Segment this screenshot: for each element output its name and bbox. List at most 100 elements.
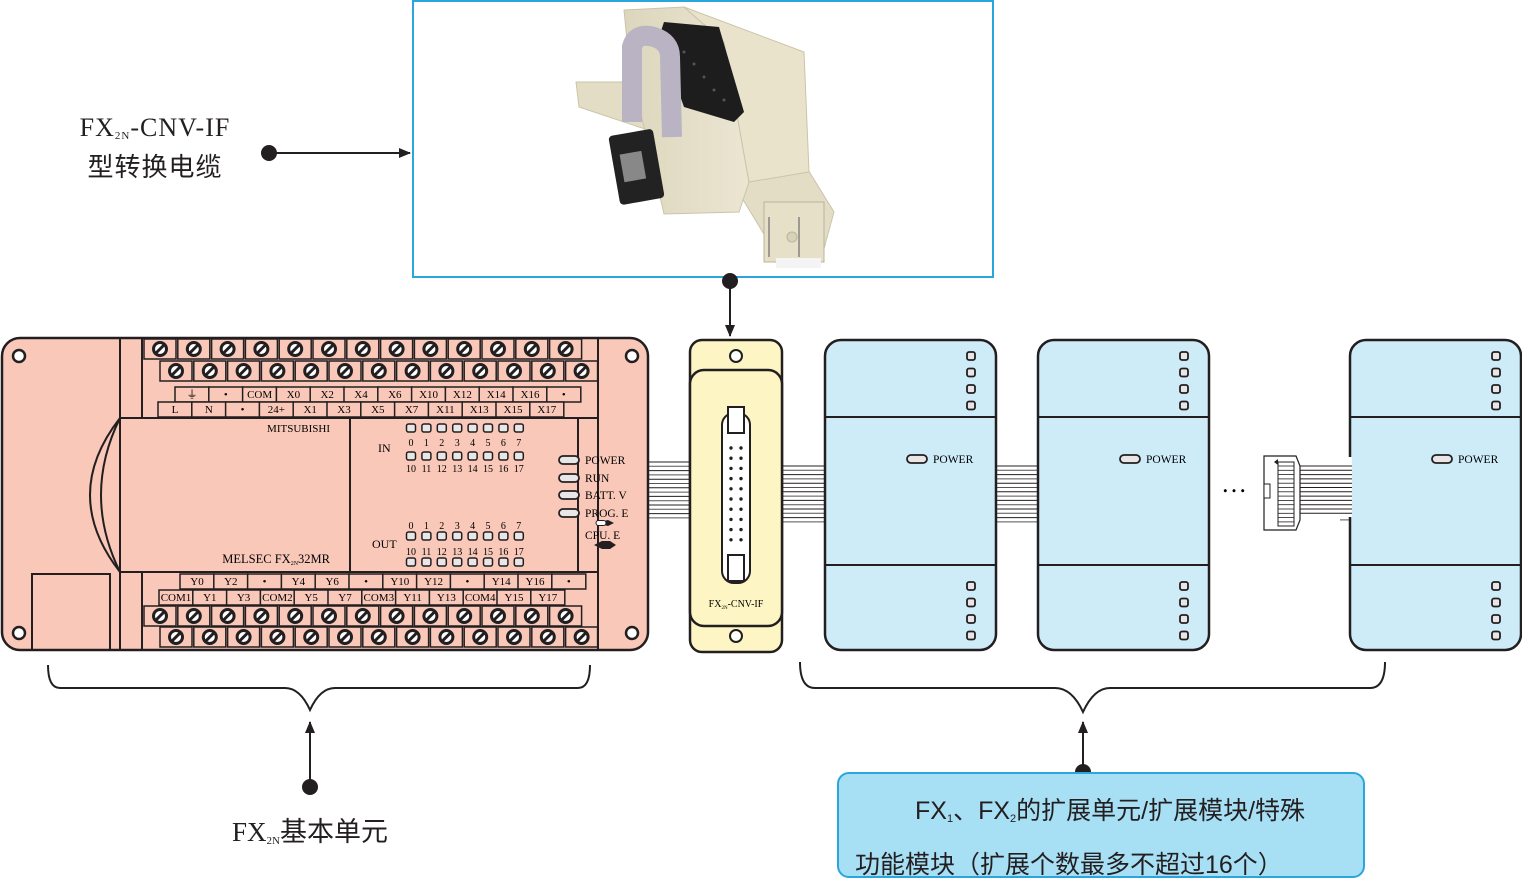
adapter-pin	[729, 497, 733, 501]
adapter-pin	[739, 527, 743, 532]
io-led	[451, 531, 463, 541]
io-led	[405, 423, 417, 433]
terminal-screw-icon	[557, 341, 574, 357]
io-led	[467, 557, 478, 567]
module-power-led	[1119, 454, 1141, 464]
cpu-e-indicator	[594, 541, 616, 549]
adapter-pin	[739, 497, 743, 501]
terminal-screw-icon	[422, 341, 439, 357]
out-label: OUT	[372, 537, 397, 551]
module-power-label: POWER	[933, 454, 974, 466]
terminal-screw-icon	[253, 341, 270, 357]
terminal-screw-icon	[354, 341, 371, 357]
io-led-number: 5	[486, 438, 491, 449]
module-led	[1491, 581, 1501, 591]
io-led-number: 12	[437, 464, 447, 475]
io-led	[451, 557, 463, 567]
terminal-label: Y15	[505, 592, 524, 604]
module-led	[1179, 351, 1189, 361]
module-power-label: POWER	[1146, 454, 1187, 466]
io-led	[482, 423, 494, 433]
terminal-label: X2	[320, 389, 333, 401]
callout-line1: FX1、FX2的扩展单元/扩展模块/特殊	[915, 797, 1306, 825]
terminal-screw-icon	[404, 363, 421, 379]
battery-cover	[31, 573, 111, 651]
status-led-label: RUN	[585, 473, 610, 485]
adapter-pin	[739, 538, 743, 542]
terminal-screw-icon	[573, 363, 590, 379]
terminal-label: X6	[388, 389, 402, 401]
io-led-number: 7	[516, 521, 521, 532]
cable-label: FX2N-CNV-IF 型转换电缆	[50, 112, 260, 183]
terminal-label: Y4	[292, 576, 306, 588]
adapter-pin	[729, 517, 733, 522]
terminal-screw-icon	[253, 608, 270, 624]
status-led	[558, 490, 580, 500]
status-led-label: POWER	[585, 455, 626, 467]
terminal-label: COM2	[262, 592, 293, 604]
io-led	[436, 451, 448, 461]
terminal-label: Y11	[403, 592, 422, 604]
expansion-module: POWER	[1348, 338, 1522, 652]
module-led	[1179, 384, 1189, 394]
terminal-label: X3	[337, 404, 351, 416]
terminal-screw-icon	[303, 363, 320, 379]
terminal-label-cell	[551, 573, 587, 590]
terminal-label: COM	[247, 389, 272, 401]
module-led	[966, 630, 976, 641]
mount-hole	[11, 348, 27, 364]
terminal-label: COM4	[465, 592, 496, 604]
terminal-label: X0	[287, 389, 301, 401]
terminal-label: X5	[371, 404, 385, 416]
expansion-module: POWER	[823, 338, 998, 652]
io-led-number: 2	[439, 438, 444, 449]
adapter-pin	[739, 487, 743, 491]
adapter-pin	[729, 476, 733, 481]
io-led-number: 5	[486, 521, 491, 532]
io-led-number: 13	[452, 547, 462, 558]
io-led	[467, 423, 478, 433]
terminal-label: L	[172, 404, 179, 416]
module-power-led	[906, 454, 928, 464]
terminal-screw-icon	[557, 608, 574, 624]
terminal-label: X10	[419, 389, 438, 401]
in-label: IN	[378, 441, 391, 455]
terminal-screw-icon	[472, 629, 489, 645]
terminal-label: X12	[453, 389, 472, 401]
status-led	[558, 455, 580, 465]
terminal-screw-icon	[490, 608, 506, 624]
terminal-screw-icon	[168, 363, 184, 379]
terminal-label: Y2	[224, 576, 237, 588]
module-led	[1491, 597, 1501, 608]
terminal-label: •	[364, 576, 368, 588]
converter-photo-frame	[412, 0, 994, 278]
terminal-screw-icon	[287, 341, 304, 357]
ribbon-module1-to-module2	[995, 465, 1038, 523]
adapter-pin	[729, 538, 733, 542]
module-led	[966, 597, 976, 608]
base-unit-brace	[47, 664, 591, 713]
adapter-label: FX2N-CNV-IF	[709, 599, 764, 611]
terminal-label-cell	[530, 589, 566, 606]
mount-hole	[624, 348, 640, 364]
terminal-screw-icon	[438, 629, 455, 645]
bottom-terminal-screws	[143, 605, 599, 648]
io-led	[482, 451, 494, 461]
terminal-screw-icon	[152, 608, 168, 624]
terminal-label: Y7	[338, 592, 352, 604]
terminal-screw-icon	[185, 341, 202, 357]
cable-label-model: FX2N-CNV-IF	[79, 113, 231, 142]
terminal-screw-icon	[438, 363, 455, 379]
adapter-cnv-if: FX2N-CNV-IF	[688, 338, 784, 654]
terminal-screw-icon	[456, 608, 473, 624]
io-led	[405, 557, 417, 567]
modules-brace	[799, 661, 1386, 715]
io-led-number: 3	[455, 438, 460, 449]
callout-line2: 功能模块（扩展个数最多不超过16个）	[855, 851, 1283, 879]
terminal-screw-icon	[539, 629, 556, 645]
io-led-number: 10	[406, 547, 416, 558]
terminal-label: •	[562, 389, 566, 401]
terminal-label: X7	[405, 404, 419, 416]
terminal-label: X17	[537, 404, 556, 416]
